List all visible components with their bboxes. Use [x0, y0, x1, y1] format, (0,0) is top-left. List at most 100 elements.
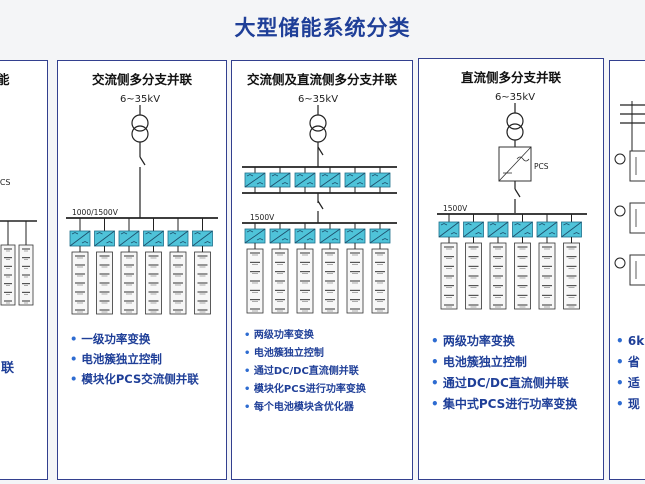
panel-3-pcs-label: PCS [534, 162, 549, 171]
panel-ac-dc-multi-branch: 交流侧及直流侧多分支并联 6~35kV 1500V 两级功率变换 电池簇独立控制 … [231, 60, 413, 480]
converter-icon [192, 230, 213, 247]
panel-partial-left-title: 能 [0, 72, 10, 87]
transformer-coil-icon [614, 205, 626, 217]
panel-3-bullet: 两级功率变换 [431, 331, 599, 352]
battery-rack-icon [489, 242, 507, 310]
partial-left-pcs-label: PCS [0, 178, 11, 187]
converter-icon [487, 221, 509, 238]
converter-icon [319, 172, 341, 188]
converter-icon [294, 172, 316, 188]
panel-1-bus-label: 1000/1500V [72, 208, 119, 217]
panel-3-bullet: 通过DC/DC直流侧并联 [431, 373, 599, 394]
partial-right-diagram [614, 101, 645, 286]
converter-icon [244, 172, 266, 188]
partial-right-bullet: 6k [616, 331, 645, 352]
battery-rack-icon [120, 251, 138, 315]
panel-3-diagram: 6~35kV PCS 1500V [437, 92, 587, 310]
panel-2-bullets: 两级功率变换 电池簇独立控制 通过DC/DC直流侧并联 模块化PCS进行功率变换… [244, 327, 408, 417]
breaker-icon [139, 156, 146, 166]
breaker-icon [317, 200, 324, 210]
battery-rack-icon [96, 251, 113, 315]
battery-rack-icon [169, 251, 187, 315]
panel-1-bullet: 一级功率变换 [70, 329, 222, 349]
panel-1-title: 交流侧多分支并联 [91, 72, 192, 87]
panel-partial-right: 6k 省 适 现 [609, 60, 645, 480]
battery-rack-icon [271, 248, 289, 314]
transformer-coil-icon [614, 153, 626, 165]
panel-1-bullet: 电池簇独立控制 [70, 349, 222, 369]
panel-1-diagram: 6~35kV 1000/1500V [66, 94, 218, 315]
converter-icon [69, 230, 91, 247]
battery-rack-icon [538, 242, 556, 310]
battery-rack-icon [0, 244, 16, 306]
converter-icon [344, 172, 366, 188]
battery-rack-icon [71, 251, 89, 315]
converter-icon [244, 228, 266, 244]
converter-icon [463, 221, 484, 238]
converter-icon [167, 230, 189, 247]
converter-icon [512, 221, 533, 238]
transformer-coil-icon [309, 125, 327, 143]
converter-icon [319, 228, 341, 244]
panel-partial-left: 能 PCS 联 [0, 60, 48, 480]
panel-1-voltage-label: 6~35kV [120, 94, 160, 105]
panel-2-bus-label: 1500V [250, 213, 275, 222]
partial-left-diagram: PCS [0, 178, 37, 306]
panel-3-bullets: 两级功率变换 电池簇独立控制 通过DC/DC直流侧并联 集中式PCS进行功率变换 [431, 331, 599, 415]
converter-icon [294, 228, 316, 244]
battery-rack-icon [346, 248, 364, 314]
battery-rack-icon [440, 242, 458, 310]
page-title: 大型储能系统分类 [234, 16, 411, 40]
partial-left-bullet: 联 [1, 361, 15, 376]
panel-2-diagram: 6~35kV 1500V [242, 94, 397, 314]
panel-2-bullet: 电池簇独立控制 [244, 345, 408, 363]
battery-rack-icon [321, 248, 339, 314]
converter-icon [143, 230, 164, 247]
panel-2-bullet: 模块化PCS进行功率变换 [244, 381, 408, 399]
panel-2-bullet: 每个电池模块含优化器 [244, 399, 408, 417]
panel-dc-multi-branch: 直流侧多分支并联 6~35kV PCS 1500V 两级功率变换 电池簇独立控制 通… [418, 58, 604, 480]
battery-rack-icon [563, 242, 580, 310]
transformer-coil-icon [506, 112, 524, 130]
panel-3-voltage-label: 6~35kV [495, 92, 535, 103]
converter-icon [269, 172, 291, 188]
converter-icon [94, 230, 115, 247]
converter-icon [561, 221, 582, 238]
battery-rack-icon [145, 251, 162, 315]
power-module-icon [629, 150, 645, 182]
partial-right-bullet: 适 [616, 373, 645, 394]
transformer-coil-icon [131, 125, 149, 143]
panel-3-bullet: 集中式PCS进行功率变换 [431, 394, 599, 415]
panel-2-bullet: 通过DC/DC直流侧并联 [244, 363, 408, 381]
panel-2-title: 交流侧及直流侧多分支并联 [246, 72, 397, 87]
converter-icon [369, 172, 391, 188]
partial-right-bullet: 现 [616, 394, 645, 415]
converter-icon [438, 221, 460, 238]
converter-icon [269, 228, 291, 244]
panel-1-bullet: 模块化PCS交流侧并联 [70, 369, 222, 389]
transformer-coil-icon [614, 257, 626, 269]
panel-3-title: 直流侧多分支并联 [460, 70, 561, 85]
converter-icon [369, 228, 391, 244]
transformer-coil-icon [131, 114, 149, 132]
panel-3-bus-label: 1500V [443, 204, 468, 213]
breaker-icon [514, 188, 521, 198]
battery-rack-icon [514, 242, 531, 310]
panel-2-voltage-label: 6~35kV [298, 94, 338, 105]
partial-right-bullets: 6k 省 适 现 [616, 331, 645, 415]
panel-3-bullet: 电池簇独立控制 [431, 352, 599, 373]
battery-rack-icon [371, 248, 389, 314]
converter-icon [536, 221, 558, 238]
panel-1-bullets: 一级功率变换 电池簇独立控制 模块化PCS交流侧并联 [70, 329, 222, 389]
power-module-icon [629, 202, 645, 234]
transformer-coil-icon [506, 123, 524, 141]
battery-rack-icon [194, 251, 211, 315]
panel-2-bullet: 两级功率变换 [244, 327, 408, 345]
breaker-icon [317, 146, 324, 156]
battery-rack-icon [465, 242, 482, 310]
partial-right-bullet: 省 [616, 352, 645, 373]
battery-rack-icon [296, 248, 314, 314]
converter-icon [344, 228, 366, 244]
battery-rack-icon [246, 248, 264, 314]
transformer-coil-icon [309, 114, 327, 132]
